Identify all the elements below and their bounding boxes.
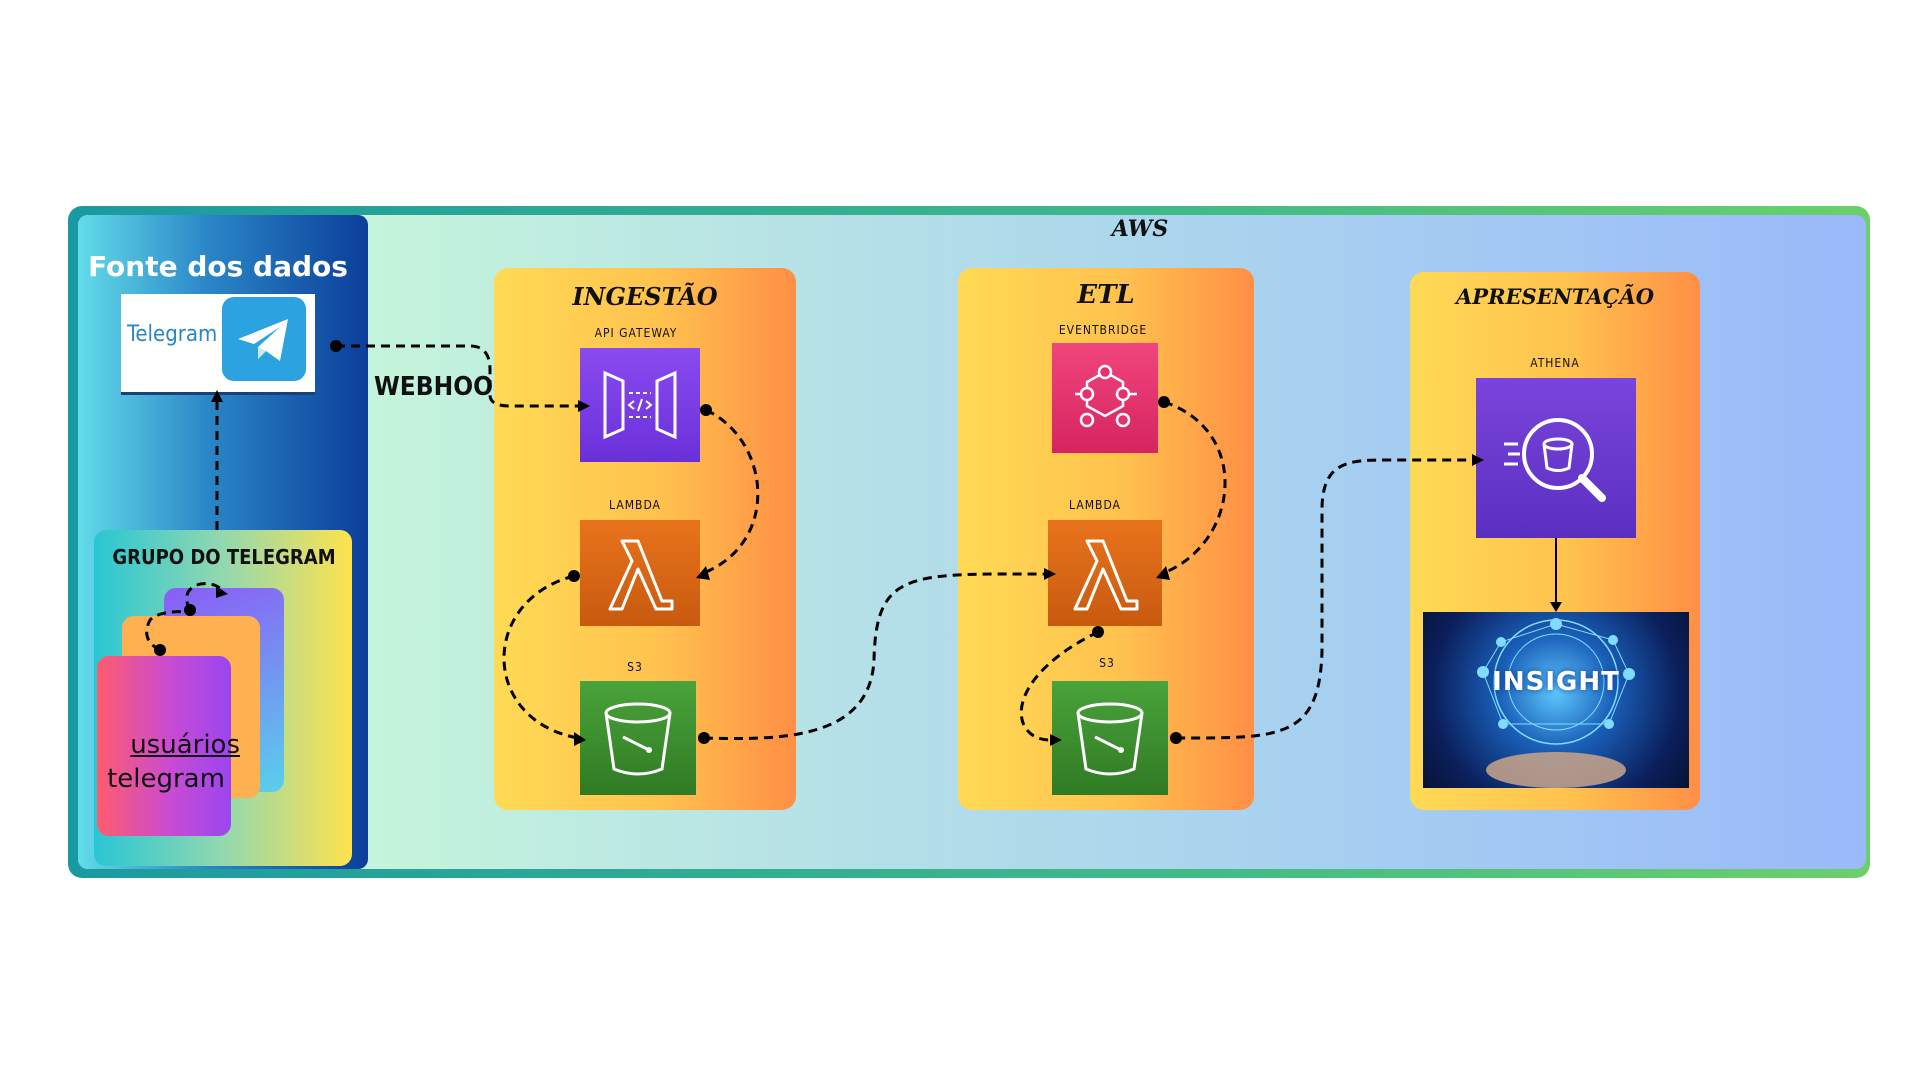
s3-label-ingestao: S3	[627, 660, 643, 674]
user-card-front	[97, 656, 231, 836]
s3-label-etl: S3	[1099, 656, 1115, 670]
telegram-group-title: GRUPO DO TELEGRAM	[112, 545, 336, 569]
insight-image: INSIGHT	[1423, 612, 1689, 788]
eventbridge-icon	[1052, 343, 1158, 453]
aws-label: AWS	[1111, 216, 1169, 242]
stage-etl-title: ETL	[1077, 280, 1135, 310]
api-gateway-label: API GATEWAY	[594, 326, 678, 340]
telegram-card-text: Telegram	[127, 322, 218, 347]
lambda-icon	[1048, 520, 1162, 626]
lambda-icon	[580, 520, 700, 626]
s3-bucket-icon	[1052, 681, 1168, 795]
telegram-logo-icon	[222, 297, 306, 381]
insight-text: INSIGHT	[1492, 667, 1620, 697]
stage-ingestao-title: INGESTÃO	[572, 282, 718, 311]
webhook-label: WEBHOOK	[374, 372, 512, 402]
stage-apresentacao-title: APRESENTAÇÃO	[1456, 284, 1654, 309]
users-label-line1: usuários	[130, 730, 240, 760]
api-gateway-icon	[580, 348, 700, 462]
data-source-title: Fonte dos dados	[88, 250, 348, 283]
users-label-line2: telegram	[107, 764, 225, 794]
eventbridge-label: EVENTBRIDGE	[1058, 323, 1148, 337]
s3-bucket-icon	[580, 681, 696, 795]
lambda-label-ingestao: LAMBDA	[609, 498, 661, 512]
telegram-card: Telegram	[121, 294, 315, 392]
athena-icon	[1476, 378, 1636, 538]
lambda-label-etl: LAMBDA	[1069, 498, 1121, 512]
athena-label: ATHENA	[1530, 356, 1580, 370]
